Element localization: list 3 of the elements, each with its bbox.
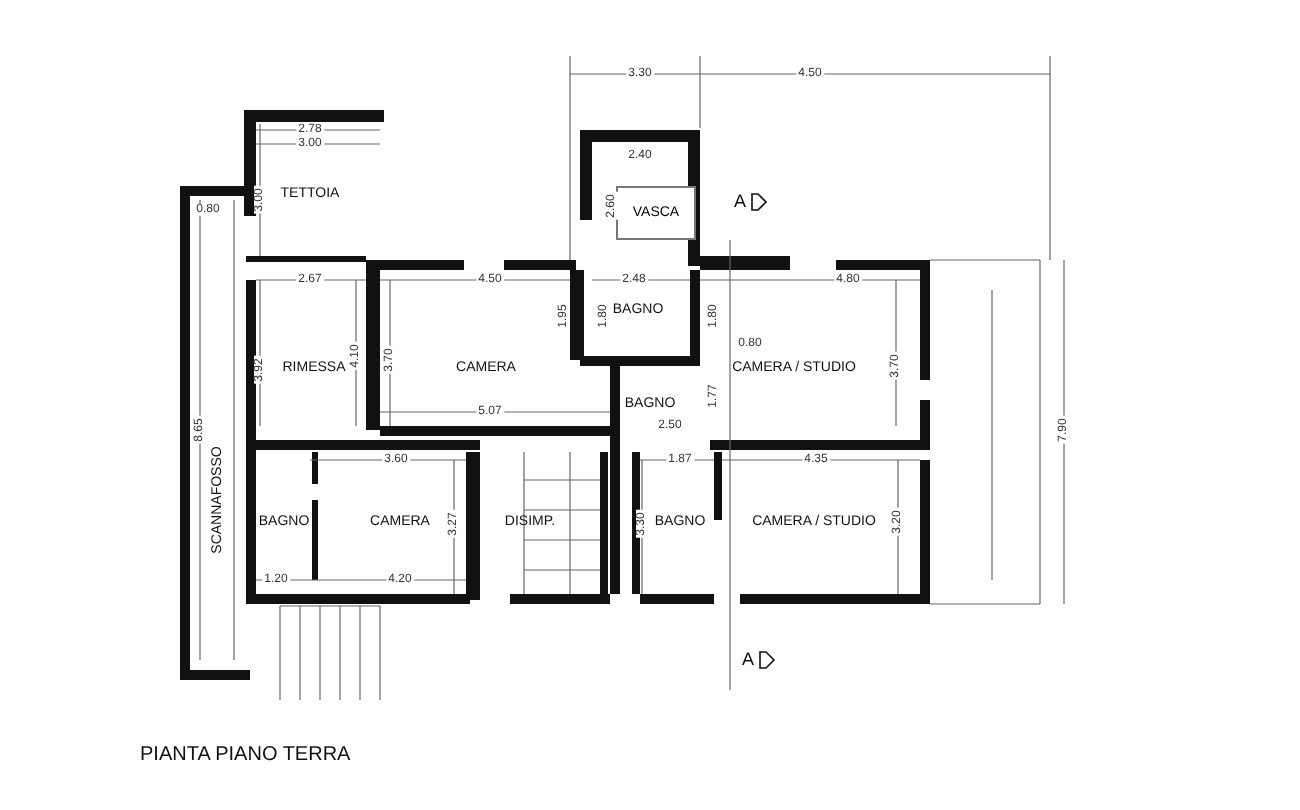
section-label: A xyxy=(734,193,746,211)
section-label: A xyxy=(742,651,754,669)
drawing-title: PIANTA PIANO TERRA xyxy=(140,744,351,766)
